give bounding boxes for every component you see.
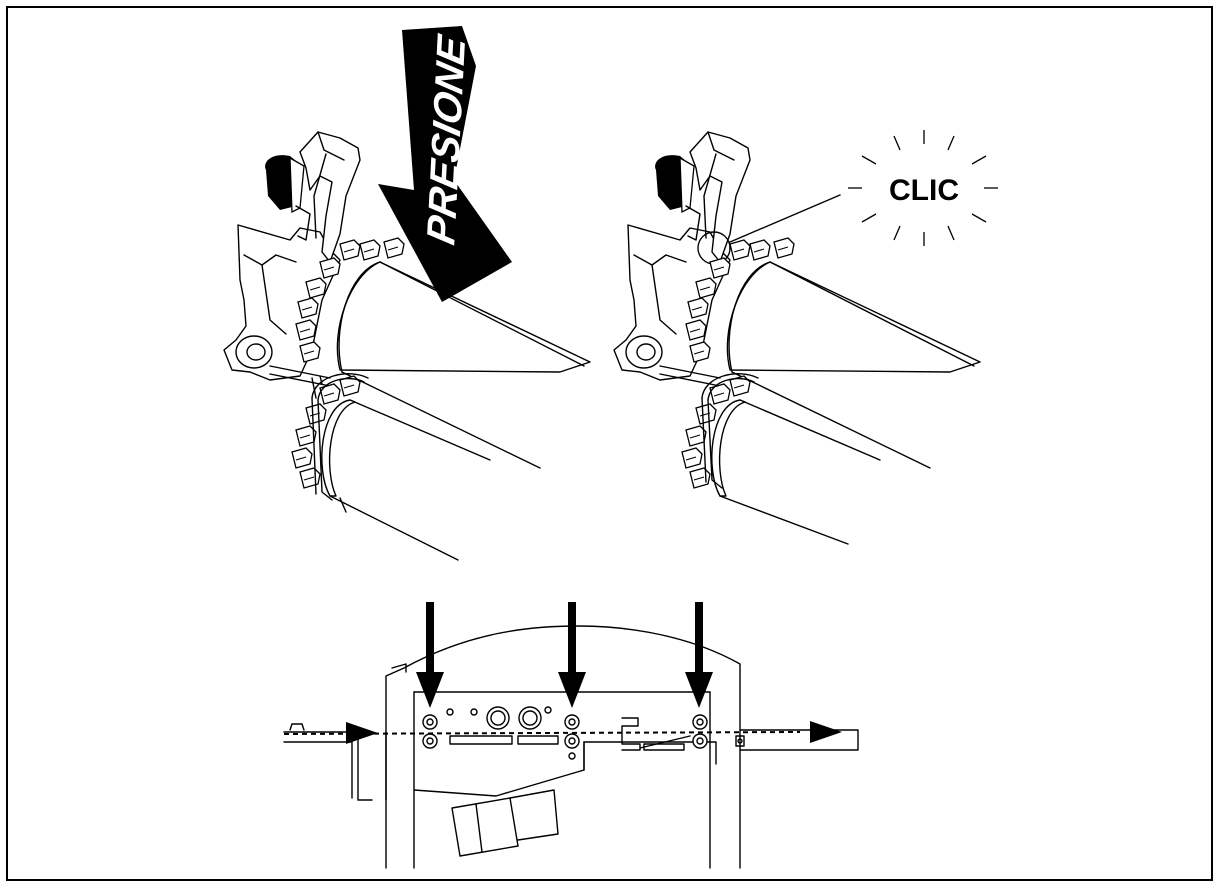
press-arrow: PRESIONE: [378, 26, 512, 302]
right-tractor-body: [613, 131, 751, 387]
right-knob: [655, 155, 701, 241]
left-knob: [265, 155, 311, 241]
down-arrow-right: [685, 602, 713, 708]
gear-icon: [486, 706, 542, 730]
down-arrow-middle: [558, 602, 586, 708]
click-callout: CLIC: [729, 130, 998, 246]
left-gears: [291, 237, 405, 513]
figure-border: [6, 6, 1213, 881]
left-tractor-body: [223, 131, 361, 387]
roller-pair-left: [422, 714, 438, 749]
right-gears: [681, 237, 795, 489]
right-upper-roller: [726, 261, 981, 469]
roller-pair-middle: [564, 714, 580, 749]
paper-feed-arrow-out: [810, 721, 842, 743]
paper-feed-arrow-in: [346, 722, 378, 744]
left-tractor-unit: PRESIONE: [223, 26, 591, 561]
down-arrow-left: [416, 602, 444, 708]
left-upper-roller: [336, 261, 591, 469]
printer-side-view: [283, 602, 859, 869]
press-label: PRESIONE: [419, 31, 474, 249]
left-lower-roller: [321, 399, 491, 561]
roller-pair-right: [692, 714, 708, 749]
right-tractor-unit: [613, 131, 981, 545]
right-lower-roller: [711, 399, 881, 545]
click-burst-icon: [848, 130, 998, 246]
click-label: CLIC: [889, 174, 959, 207]
